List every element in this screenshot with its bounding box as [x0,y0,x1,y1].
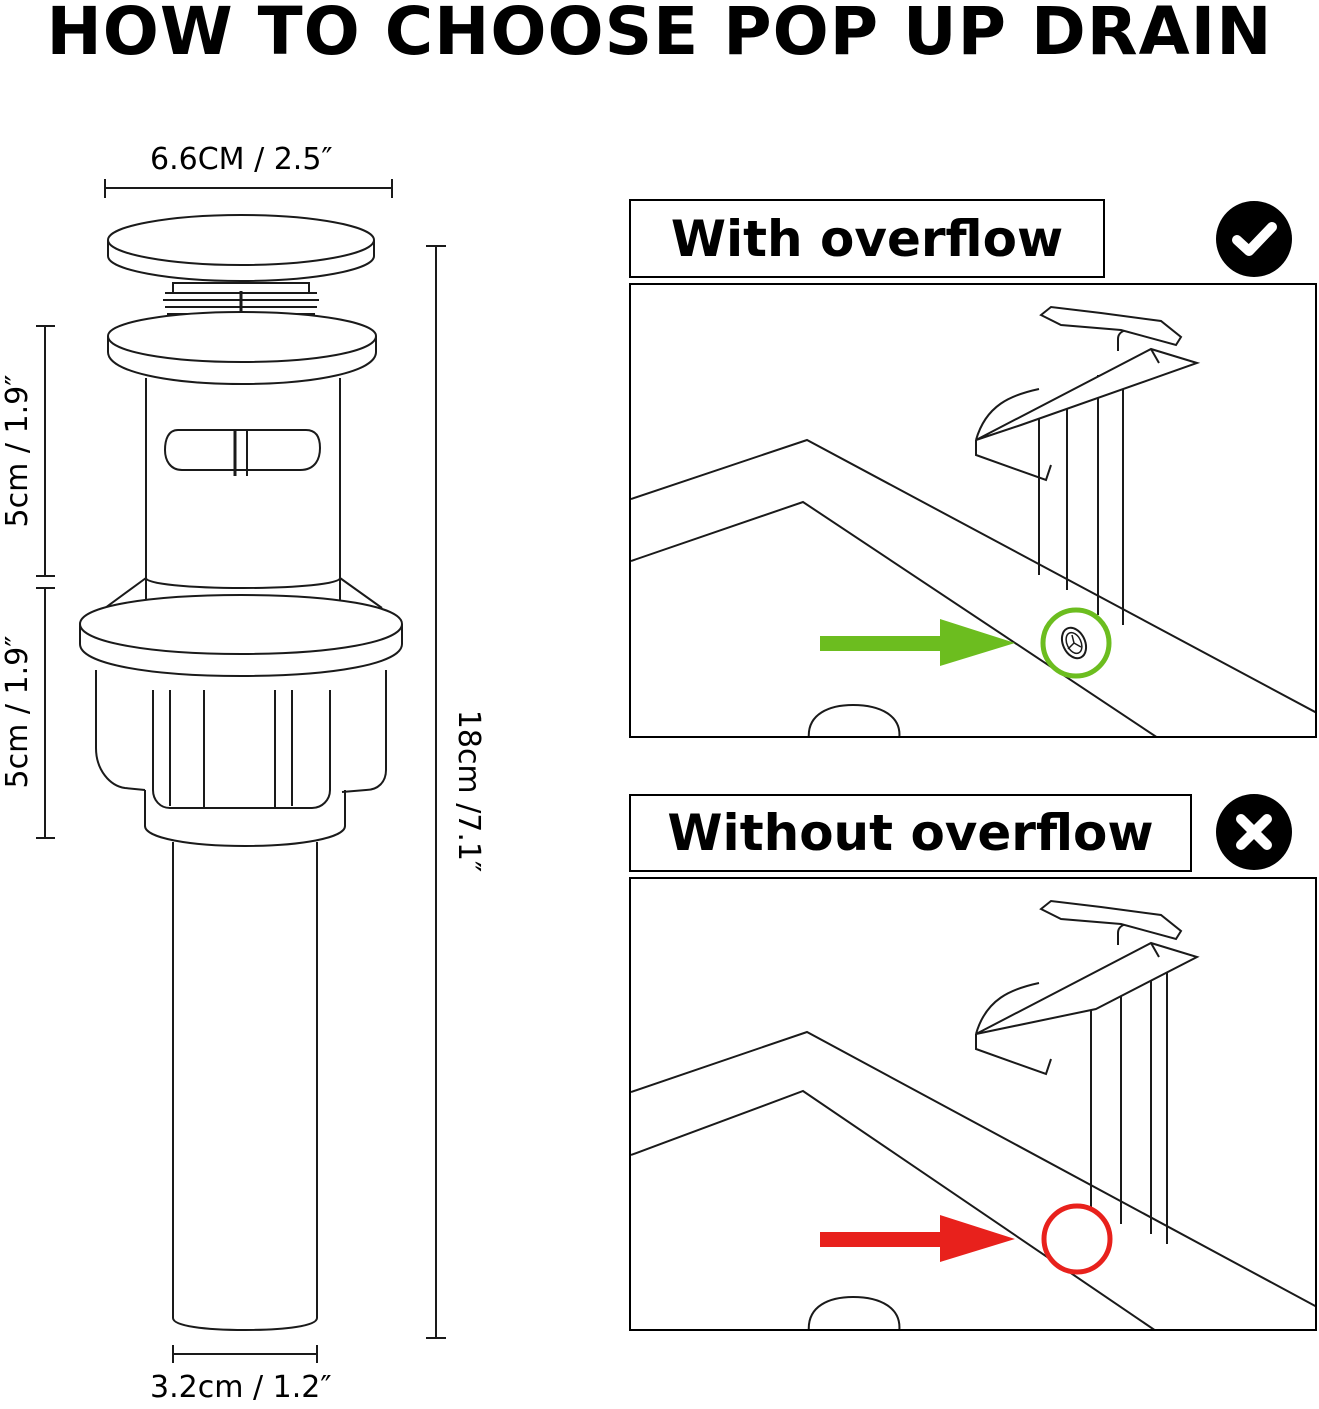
check-circle-icon [1216,201,1292,277]
x-circle-icon [1216,794,1292,870]
with-overflow-label-box: With overflow [629,199,1105,278]
red-arrow [820,1215,1015,1262]
tail-width-label: 3.2cm / 1.2″ [150,1370,332,1405]
drain-diagram [0,100,560,1409]
without-overflow-label-box: Without overflow [629,794,1192,872]
with-overflow-scene [629,283,1317,738]
page-title: HOW TO CHOOSE POP UP DRAIN [46,0,1273,70]
lower-height-label: 5cm / 1.9″ [0,635,35,789]
top-width-label: 6.6CM / 2.5″ [150,142,333,177]
green-arrow [820,619,1015,666]
upper-height-label: 5cm / 1.9″ [0,374,35,528]
no-overflow-marker-circle [1041,1203,1113,1275]
total-height-label: 18cm /7.1″ [451,709,486,873]
without-overflow-scene [629,877,1317,1331]
without-overflow-label: Without overflow [667,804,1154,862]
overflow-marker-circle [1040,607,1112,679]
drain-drawing [36,179,446,1363]
with-overflow-label: With overflow [670,209,1064,268]
